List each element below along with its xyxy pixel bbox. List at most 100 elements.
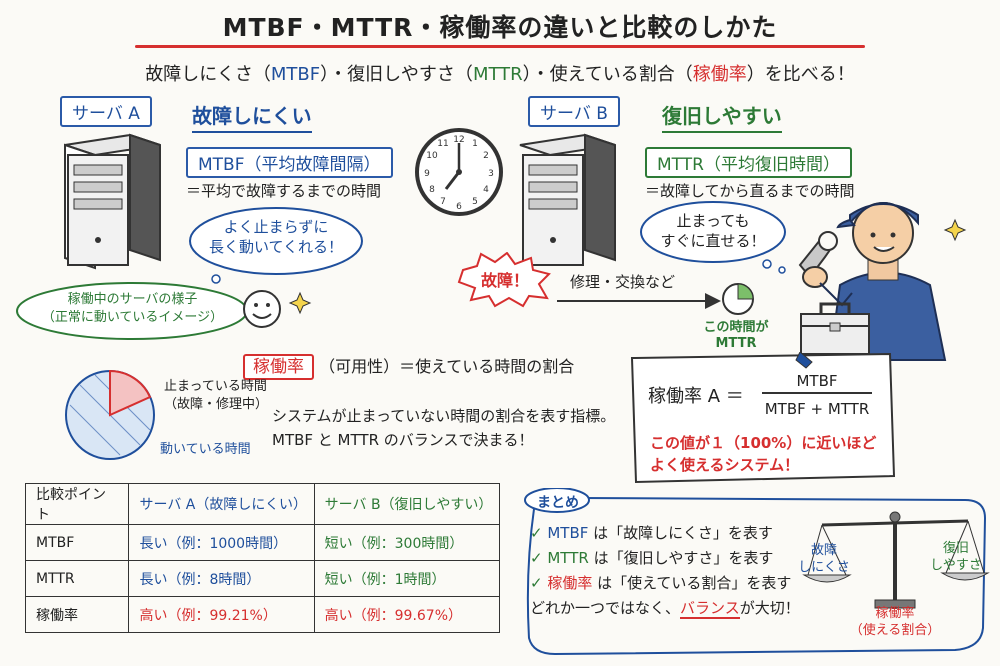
server-a-caption: 稼働中のサーバの様子 （正常に動いているイメージ）	[15, 291, 250, 327]
pie-running-label: 動いている時間	[160, 442, 251, 457]
svg-text:5: 5	[472, 197, 478, 207]
table-cell: MTTR	[24, 560, 130, 597]
bubble-line: 長く動いてくれる！	[208, 238, 344, 256]
bubble-line: よく止まらずに	[223, 218, 329, 236]
title-underline	[135, 45, 865, 48]
subtitle-part: ）・	[320, 64, 348, 85]
mtbf-term-box: MTBF（平均故障間隔）	[186, 147, 393, 178]
caption-line: （正常に動いているイメージ）	[41, 310, 224, 325]
server-a-bubble-text: よく止まらずに 長く動いてくれる！	[186, 217, 366, 257]
svg-text:2: 2	[483, 151, 489, 161]
server-b-label: サーバ B	[528, 96, 620, 127]
check-icon: ✓	[530, 574, 543, 592]
mttr-term-box: MTTR（平均復旧時間）	[645, 147, 852, 178]
subtitle-rate: 稼働率	[692, 64, 747, 85]
server-a-label: サーバ A	[60, 96, 152, 127]
server-b-heading: 復旧しやすい	[662, 100, 782, 133]
pie-stopped-line: 止まっている時間	[164, 379, 267, 394]
table-cell: 稼働率	[24, 596, 130, 633]
table-cell: 高い（例：99.67%）	[313, 596, 501, 633]
table-cell: 長い（例：8時間）	[128, 560, 315, 597]
subtitle-part: 復旧しやすさ（	[347, 64, 473, 85]
svg-text:11: 11	[437, 139, 448, 149]
formula-lhs: 稼働率 A ＝	[648, 386, 744, 407]
failure-badge: 故障！	[480, 271, 529, 290]
repair-arrow	[557, 293, 721, 309]
mttr-definition: ＝故障してから直るまでの時間	[645, 182, 855, 200]
formula-note: この値が１（100%）に近いほど よく使えるシステム！	[650, 432, 876, 476]
mttr-note-line: この時間が	[703, 320, 769, 335]
subtitle-part: ）・使えている割合（	[522, 64, 693, 85]
smiley-icon	[243, 290, 312, 328]
toolbox-icon	[800, 302, 870, 355]
formula-numerator: MTBF	[762, 372, 872, 394]
mttr-note: この時間が MTTR	[676, 320, 796, 352]
summary-panel	[524, 488, 987, 656]
repair-timer-icon	[722, 283, 754, 315]
availability-pie	[65, 369, 155, 460]
subtitle-part: 故障しにくさ（	[145, 64, 271, 85]
description-line: MTBF と MTTR のバランスで決まる！	[272, 431, 534, 449]
summary-item: ✓ MTTR は「復旧しやすさ」を表す	[530, 546, 800, 571]
svg-text:1: 1	[472, 139, 478, 149]
scale-center-label: 稼働率 （使える割合）	[840, 605, 950, 639]
pie-stopped-line: （故障・修理中）	[164, 397, 269, 412]
summary-list: ✓ MTBF は「故障しにくさ」を表す ✓ MTTR は「復旧しやすさ」を表す …	[530, 521, 800, 621]
scale-left-label: 故障 しにくさ	[792, 542, 856, 576]
scale-label-line: 稼働率	[875, 606, 915, 621]
summary-term: MTTR	[547, 549, 589, 567]
summary-text: どれか一つではなく、	[530, 599, 681, 617]
caption-line: 稼働中のサーバの様子	[67, 292, 198, 307]
table-row: 稼働率 高い（例：99.21%） 高い（例：99.67%）	[24, 596, 501, 633]
table-header: 比較ポイント	[24, 483, 130, 525]
server-a-icon	[64, 133, 161, 270]
subtitle-mtbf: MTBF	[270, 64, 321, 85]
table-row: MTBF 長い（例：1000時間） 短い（例：300時間）	[24, 524, 501, 561]
formula-denominator: MTBF + MTTR	[764, 400, 870, 418]
server-b-speech-bubble	[640, 201, 786, 274]
table-cell: 高い（例：99.21%）	[128, 596, 315, 633]
availability-term-line: 稼働率 （可用性）＝使えている時間の割合	[243, 352, 575, 380]
summary-term: 稼働率	[547, 574, 593, 592]
description-line: システムが止まっていない時間の割合を表す指標。	[272, 407, 616, 425]
mtbf-definition: ＝平均で故障するまでの時間	[186, 182, 382, 200]
availability-description: システムが止まっていない時間の割合を表す指標。 MTBF と MTTR のバラン…	[272, 404, 615, 452]
svg-text:4: 4	[483, 185, 489, 195]
summary-item: どれか一つではなく、バランスが大切！	[530, 596, 800, 621]
scale-label-line: しにくさ	[798, 560, 850, 575]
table-cell: MTBF	[24, 524, 130, 561]
svg-text:12: 12	[453, 135, 464, 145]
svg-text:3: 3	[488, 169, 494, 179]
check-icon: ✓	[530, 524, 543, 542]
summary-text: は「復旧しやすさ」を表す	[593, 549, 774, 567]
server-b-bubble-text: 止まっても すぐに直せる！	[637, 211, 789, 251]
formula-card	[630, 352, 896, 484]
failure-burst-icon	[457, 252, 551, 308]
check-icon: ✓	[530, 549, 543, 567]
summary-term: MTBF	[547, 524, 589, 542]
subtitle-mttr: MTTR	[472, 64, 523, 85]
summary-item: ✓ 稼働率 は「使えている割合」を表す	[530, 571, 800, 596]
formula-note-line: よく使えるシステム！	[650, 456, 800, 474]
scale-label-line: 故障	[810, 543, 837, 558]
svg-text:9: 9	[424, 169, 430, 179]
page-subtitle: 故障しにくさ（MTBF）・復旧しやすさ（MTTR）・使えている割合（稼働率）を比…	[0, 60, 1000, 86]
bubble-line: すぐに直せる！	[660, 232, 766, 250]
summary-text: が大切！	[739, 599, 800, 617]
summary-balance: バランス	[680, 599, 740, 619]
svg-text:7: 7	[440, 197, 446, 207]
mttr-note-line: MTTR	[715, 336, 757, 351]
availability-term-rest: （可用性）＝使えている時間の割合	[319, 357, 575, 376]
table-cell: 長い（例：1000時間）	[128, 524, 315, 561]
availability-term: 稼働率	[243, 354, 314, 380]
repair-label: 修理・交換など	[570, 273, 676, 291]
server-b-icon	[519, 133, 616, 266]
subtitle-part: ）を比べる！	[746, 64, 855, 85]
formula-note-line: この値が１（100%）に近いほど	[650, 434, 877, 452]
balance-scale-icon	[802, 511, 990, 609]
summary-text: は「使えている割合」を表す	[597, 574, 792, 592]
table-header: サーバ B（復旧しやすい）	[313, 483, 501, 525]
comparison-table: 比較ポイント サーバ A（故障しにくい） サーバ B（復旧しやすい） MTBF …	[24, 483, 501, 633]
table-cell: 短い（例：300時間）	[313, 524, 501, 561]
